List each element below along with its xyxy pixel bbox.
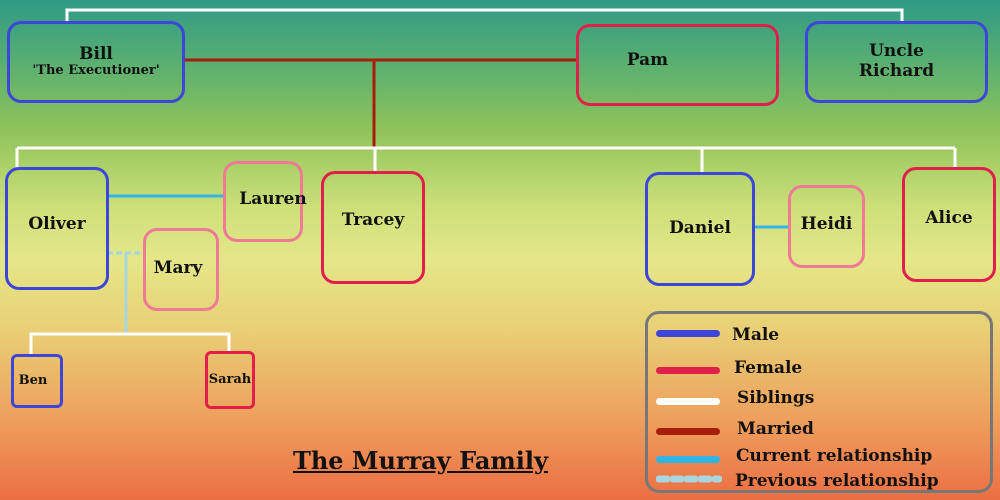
member-alice[interactable]: Alice: [902, 167, 996, 282]
member-daniel-name: Daniel: [669, 218, 731, 239]
member-pam[interactable]: Pam: [576, 24, 779, 106]
member-bill-nickname: 'The Executioner': [32, 63, 160, 79]
diagram-title: The Murray Family: [293, 446, 548, 475]
member-oliver-name: Oliver: [28, 213, 86, 234]
member-uncle-richard-line2: Richard: [858, 61, 935, 81]
legend-married-label: Married: [737, 419, 814, 439]
legend-siblings-label: Siblings: [737, 388, 815, 408]
member-alice-name: Alice: [925, 207, 973, 228]
member-heidi[interactable]: Heidi: [788, 185, 865, 268]
member-lauren-name: Lauren: [239, 188, 307, 209]
member-mary[interactable]: Mary: [143, 228, 219, 311]
legend: Male Female Siblings Married Current rel…: [645, 311, 993, 493]
member-uncle-richard[interactable]: Uncle Richard: [805, 21, 988, 103]
legend-female-swatch: [656, 367, 720, 374]
legend-married-swatch: [656, 428, 720, 435]
siblings-line-top: [65, 8, 904, 22]
member-pam-name: Pam: [626, 50, 669, 71]
member-oliver[interactable]: Oliver: [5, 167, 109, 290]
member-sarah-name: Sarah: [208, 371, 252, 387]
legend-male-label: Male: [732, 325, 780, 345]
legend-male-swatch: [656, 330, 720, 337]
member-bill[interactable]: Bill 'The Executioner': [7, 21, 185, 103]
legend-current-swatch: [656, 456, 720, 463]
member-daniel[interactable]: Daniel: [645, 172, 755, 286]
member-uncle-richard-line1: Uncle: [869, 41, 924, 62]
member-bill-name: Bill: [79, 43, 113, 64]
member-heidi-name: Heidi: [800, 213, 853, 234]
member-mary-name: Mary: [153, 257, 203, 278]
member-tracey-name: Tracey: [341, 209, 405, 230]
member-lauren[interactable]: Lauren: [223, 161, 307, 242]
legend-previous-swatch: [656, 475, 722, 483]
legend-previous-label: Previous relationship: [735, 471, 939, 491]
legend-current-label: Current relationship: [736, 446, 933, 466]
member-ben-name: Ben: [18, 372, 48, 388]
member-ben[interactable]: Ben: [11, 354, 63, 408]
siblings-line-grandchildren: [29, 332, 231, 356]
legend-siblings-swatch: [656, 398, 720, 405]
member-sarah[interactable]: Sarah: [205, 351, 255, 409]
legend-female-label: Female: [734, 358, 803, 378]
member-tracey[interactable]: Tracey: [321, 171, 425, 284]
